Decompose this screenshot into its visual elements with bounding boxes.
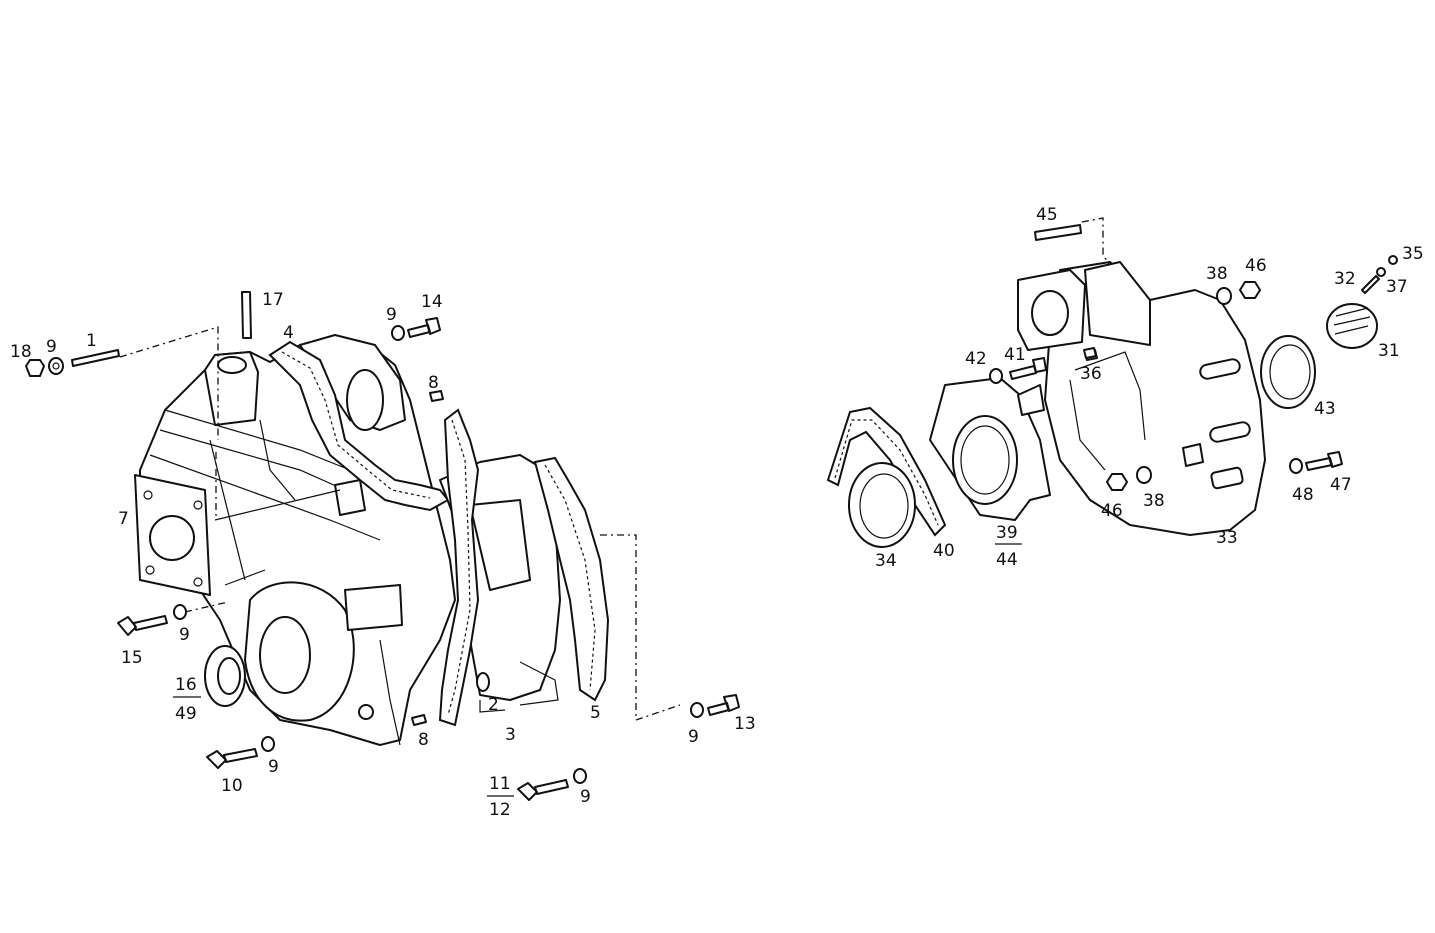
- screw-32: [1361, 275, 1380, 294]
- callout-33: 33: [1216, 528, 1238, 548]
- callout-49: 49: [175, 704, 197, 724]
- callout-34: 34: [875, 551, 897, 571]
- flange-bore: [149, 515, 195, 561]
- bolt-10: [206, 748, 258, 769]
- callout-47: 47: [1330, 475, 1352, 495]
- callout-9: 9: [46, 337, 57, 357]
- callout-12: 12: [489, 800, 511, 820]
- callout-13: 13: [734, 714, 756, 734]
- callout-8: 8: [428, 373, 439, 393]
- callout-38: 38: [1206, 264, 1228, 284]
- washer-38-upper: [1216, 287, 1232, 305]
- callout-42: 42: [965, 349, 987, 369]
- washer-37: [1376, 267, 1386, 277]
- washer-48: [1289, 458, 1303, 474]
- gasket-5: [533, 456, 610, 702]
- callout-37: 37: [1386, 277, 1408, 297]
- callout-9: 9: [688, 727, 699, 747]
- nut-35: [1388, 255, 1398, 265]
- callout-7: 7: [118, 509, 129, 529]
- callout-38: 38: [1143, 491, 1165, 511]
- bolt-11: [517, 779, 569, 801]
- callout-41: 41: [1004, 345, 1026, 365]
- bolt-41: [1009, 357, 1047, 380]
- callout-2: 2: [488, 695, 499, 715]
- dowel-pin-8-lower: [411, 714, 427, 726]
- callout-39: 39: [996, 523, 1018, 543]
- dowel-pin-36: [1083, 347, 1097, 359]
- stud-17: [241, 291, 252, 339]
- stud-45: [1034, 224, 1082, 241]
- washer-38-lower: [1136, 466, 1152, 484]
- callout-40: 40: [933, 541, 955, 561]
- callout-11: 11: [489, 774, 511, 794]
- callout-14: 14: [421, 292, 443, 312]
- callout-44: 44: [996, 550, 1018, 570]
- callout-15: 15: [121, 648, 143, 668]
- washer-42: [989, 368, 1003, 384]
- bolt-15: [117, 615, 168, 636]
- gasket-3: [438, 408, 480, 727]
- callout-35: 35: [1402, 244, 1424, 264]
- callout-31: 31: [1378, 341, 1400, 361]
- callout-9: 9: [179, 625, 190, 645]
- callout-32: 32: [1334, 269, 1356, 289]
- left-hardware: [25, 291, 740, 801]
- callout-46: 46: [1245, 256, 1267, 276]
- bolt-13: [707, 694, 740, 716]
- callout-4: 4: [283, 323, 294, 343]
- washer-9-top: [48, 357, 64, 375]
- callout-8: 8: [418, 730, 429, 750]
- callout-43: 43: [1314, 399, 1336, 419]
- stud-1: [71, 349, 120, 367]
- callout-5: 5: [590, 703, 601, 723]
- callout-9: 9: [580, 787, 591, 807]
- nut-46-lower: [1106, 473, 1128, 491]
- nut-46-upper: [1239, 281, 1261, 299]
- flywheel-housing-assembly: [826, 217, 1398, 548]
- callout-10: 10: [221, 776, 243, 796]
- oil-seal-34: [848, 462, 916, 548]
- housing-mount-block: [344, 584, 403, 631]
- bolt-14: [407, 317, 441, 338]
- bolt-47: [1305, 451, 1343, 471]
- callout-18: 18: [10, 342, 32, 362]
- callout-45: 45: [1036, 205, 1058, 225]
- callout-3: 3: [505, 725, 516, 745]
- oil-seal-43: [1260, 335, 1316, 409]
- gasket-4: [268, 340, 450, 512]
- timing-case-assembly: [119, 326, 681, 746]
- callout-9: 9: [268, 757, 279, 777]
- callout-9: 9: [386, 305, 397, 325]
- crankshaft-bore: [259, 616, 311, 694]
- callout-36: 36: [1080, 364, 1102, 384]
- callout-16: 16: [175, 675, 197, 695]
- callout-1: 1: [86, 331, 97, 351]
- callout-labels: 18 9 1 17 4 9 14 8 7 15 9 16 49 10 9 8 2…: [10, 205, 1424, 820]
- callout-17: 17: [262, 290, 284, 310]
- nut-18: [25, 359, 45, 377]
- callout-48: 48: [1292, 485, 1314, 505]
- callout-46: 46: [1101, 501, 1123, 521]
- inspection-cover-31: [1326, 303, 1378, 349]
- dowel-pin-8-upper: [429, 390, 444, 402]
